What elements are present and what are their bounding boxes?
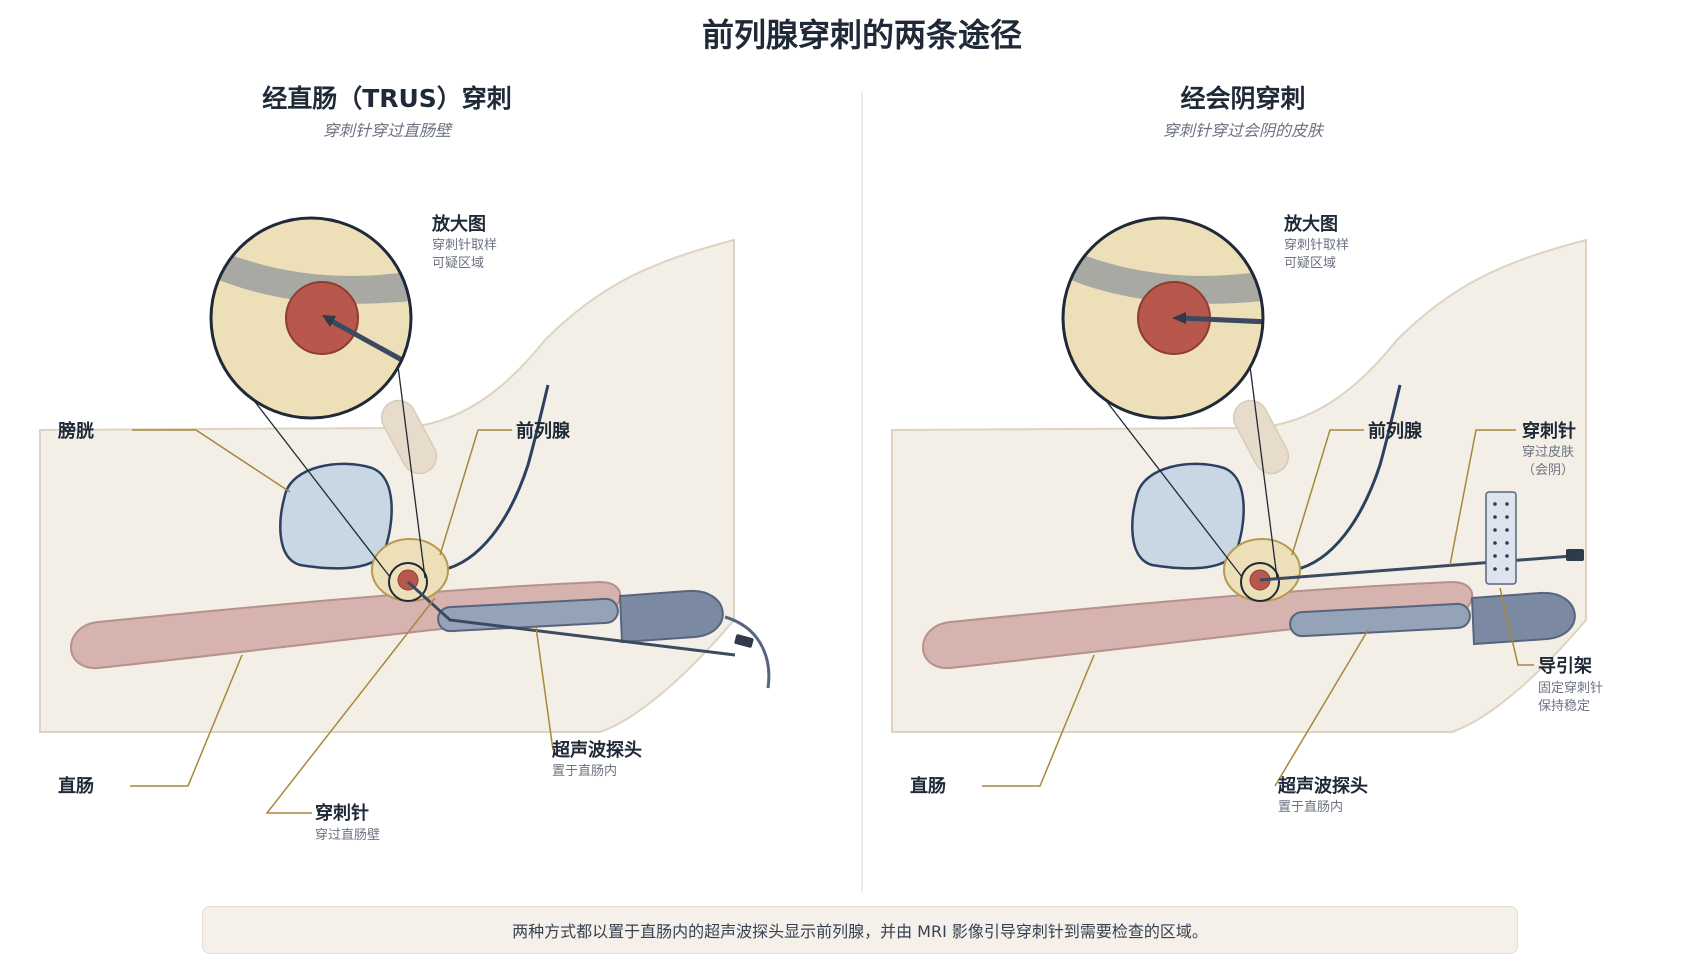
label-prostate: 前列腺 (1368, 420, 1423, 442)
zoom-note: 穿刺针取样 (432, 237, 497, 253)
pubic-bone (380, 399, 438, 475)
bladder (279, 462, 393, 570)
leader-probe (535, 626, 554, 751)
biopsy-needle (406, 580, 736, 657)
ultrasound-probe-handle (618, 589, 724, 644)
focus-ring (388, 562, 428, 602)
leader-rectum (982, 654, 1095, 787)
label-needle-note: （会阴） (1522, 463, 1574, 478)
panel-transrectal: 经直肠（TRUS）穿刺 穿刺针穿过直肠壁 (39, 84, 771, 843)
label-needle: 穿刺针 (315, 802, 369, 824)
zoom-connector (1249, 365, 1278, 579)
label-needle-note: 穿过直肠壁 (315, 827, 380, 843)
leader-rectum (130, 654, 243, 787)
caption-text: 两种方式都以置于直肠内的超声波探头显示前列腺，并由 MRI 影像引导穿刺针到需要… (512, 922, 1208, 941)
panel-subtitle-transperineal: 穿刺针穿过会阴的皮肤 (1163, 121, 1325, 140)
label-probe-note: 置于直肠内 (552, 763, 617, 779)
label-probe: 超声波探头 (552, 739, 642, 761)
probe-cable (724, 615, 771, 689)
panel-title-transperineal: 经会阴穿刺 (1180, 84, 1305, 113)
zoom-magnifier (209, 216, 413, 420)
pubic-bone (1232, 399, 1290, 475)
leader-probe (1274, 629, 1369, 787)
label-bladder: 膀胱 (57, 420, 94, 442)
leader-guide (1499, 587, 1534, 666)
label-rectum: 直肠 (910, 775, 946, 797)
zoom-note: 穿刺针取样 (1284, 237, 1349, 253)
bladder (1131, 462, 1245, 570)
zoom-title: 放大图 (1283, 213, 1338, 235)
main-title: 前列腺穿刺的两条途径 (702, 16, 1022, 54)
ultrasound-probe-shaft (1289, 602, 1471, 638)
urethra (441, 384, 550, 572)
label-guide: 导引架 (1538, 655, 1592, 677)
panel-subtitle-trus: 穿刺针穿过直肠壁 (323, 121, 453, 140)
zoom-magnifier (1061, 216, 1265, 420)
panel-transperineal: 经会阴穿刺 穿刺针穿过会阴的皮肤 (891, 84, 1603, 815)
label-prostate: 前列腺 (516, 420, 571, 442)
leader-needle (1449, 429, 1516, 566)
zoom-connector (251, 397, 391, 578)
guide-grid (1485, 491, 1517, 585)
leader-prostate (1291, 429, 1364, 556)
zoom-connector (397, 365, 426, 579)
focus-ring (1240, 562, 1280, 602)
label-probe-note: 置于直肠内 (1278, 799, 1343, 815)
zoom-title: 放大图 (431, 213, 486, 235)
leader-bladder (132, 429, 291, 493)
leader-prostate (439, 429, 512, 556)
leader-needle (265, 597, 436, 814)
zoom-note: 可疑区域 (1284, 255, 1336, 271)
label-guide-note: 固定穿刺针 (1538, 680, 1603, 696)
label-needle: 穿刺针 (1522, 420, 1576, 442)
label-guide-note: 保持稳定 (1538, 698, 1590, 714)
caption-box: 两种方式都以置于直肠内的超声波探头显示前列腺，并由 MRI 影像引导穿刺针到需要… (202, 906, 1518, 954)
ultrasound-probe-handle (1470, 591, 1576, 646)
label-rectum: 直肠 (58, 775, 94, 797)
label-probe: 超声波探头 (1278, 775, 1368, 797)
label-needle-note: 穿过皮肤 (1522, 444, 1574, 460)
urethra (1293, 384, 1402, 572)
biopsy-needle (1259, 554, 1573, 582)
zoom-note: 可疑区域 (432, 255, 484, 271)
zoom-connector (1103, 397, 1243, 578)
needle-gun-tip (734, 634, 754, 648)
needle-handle (1566, 549, 1584, 561)
panel-title-trus: 经直肠（TRUS）穿刺 (262, 84, 512, 113)
